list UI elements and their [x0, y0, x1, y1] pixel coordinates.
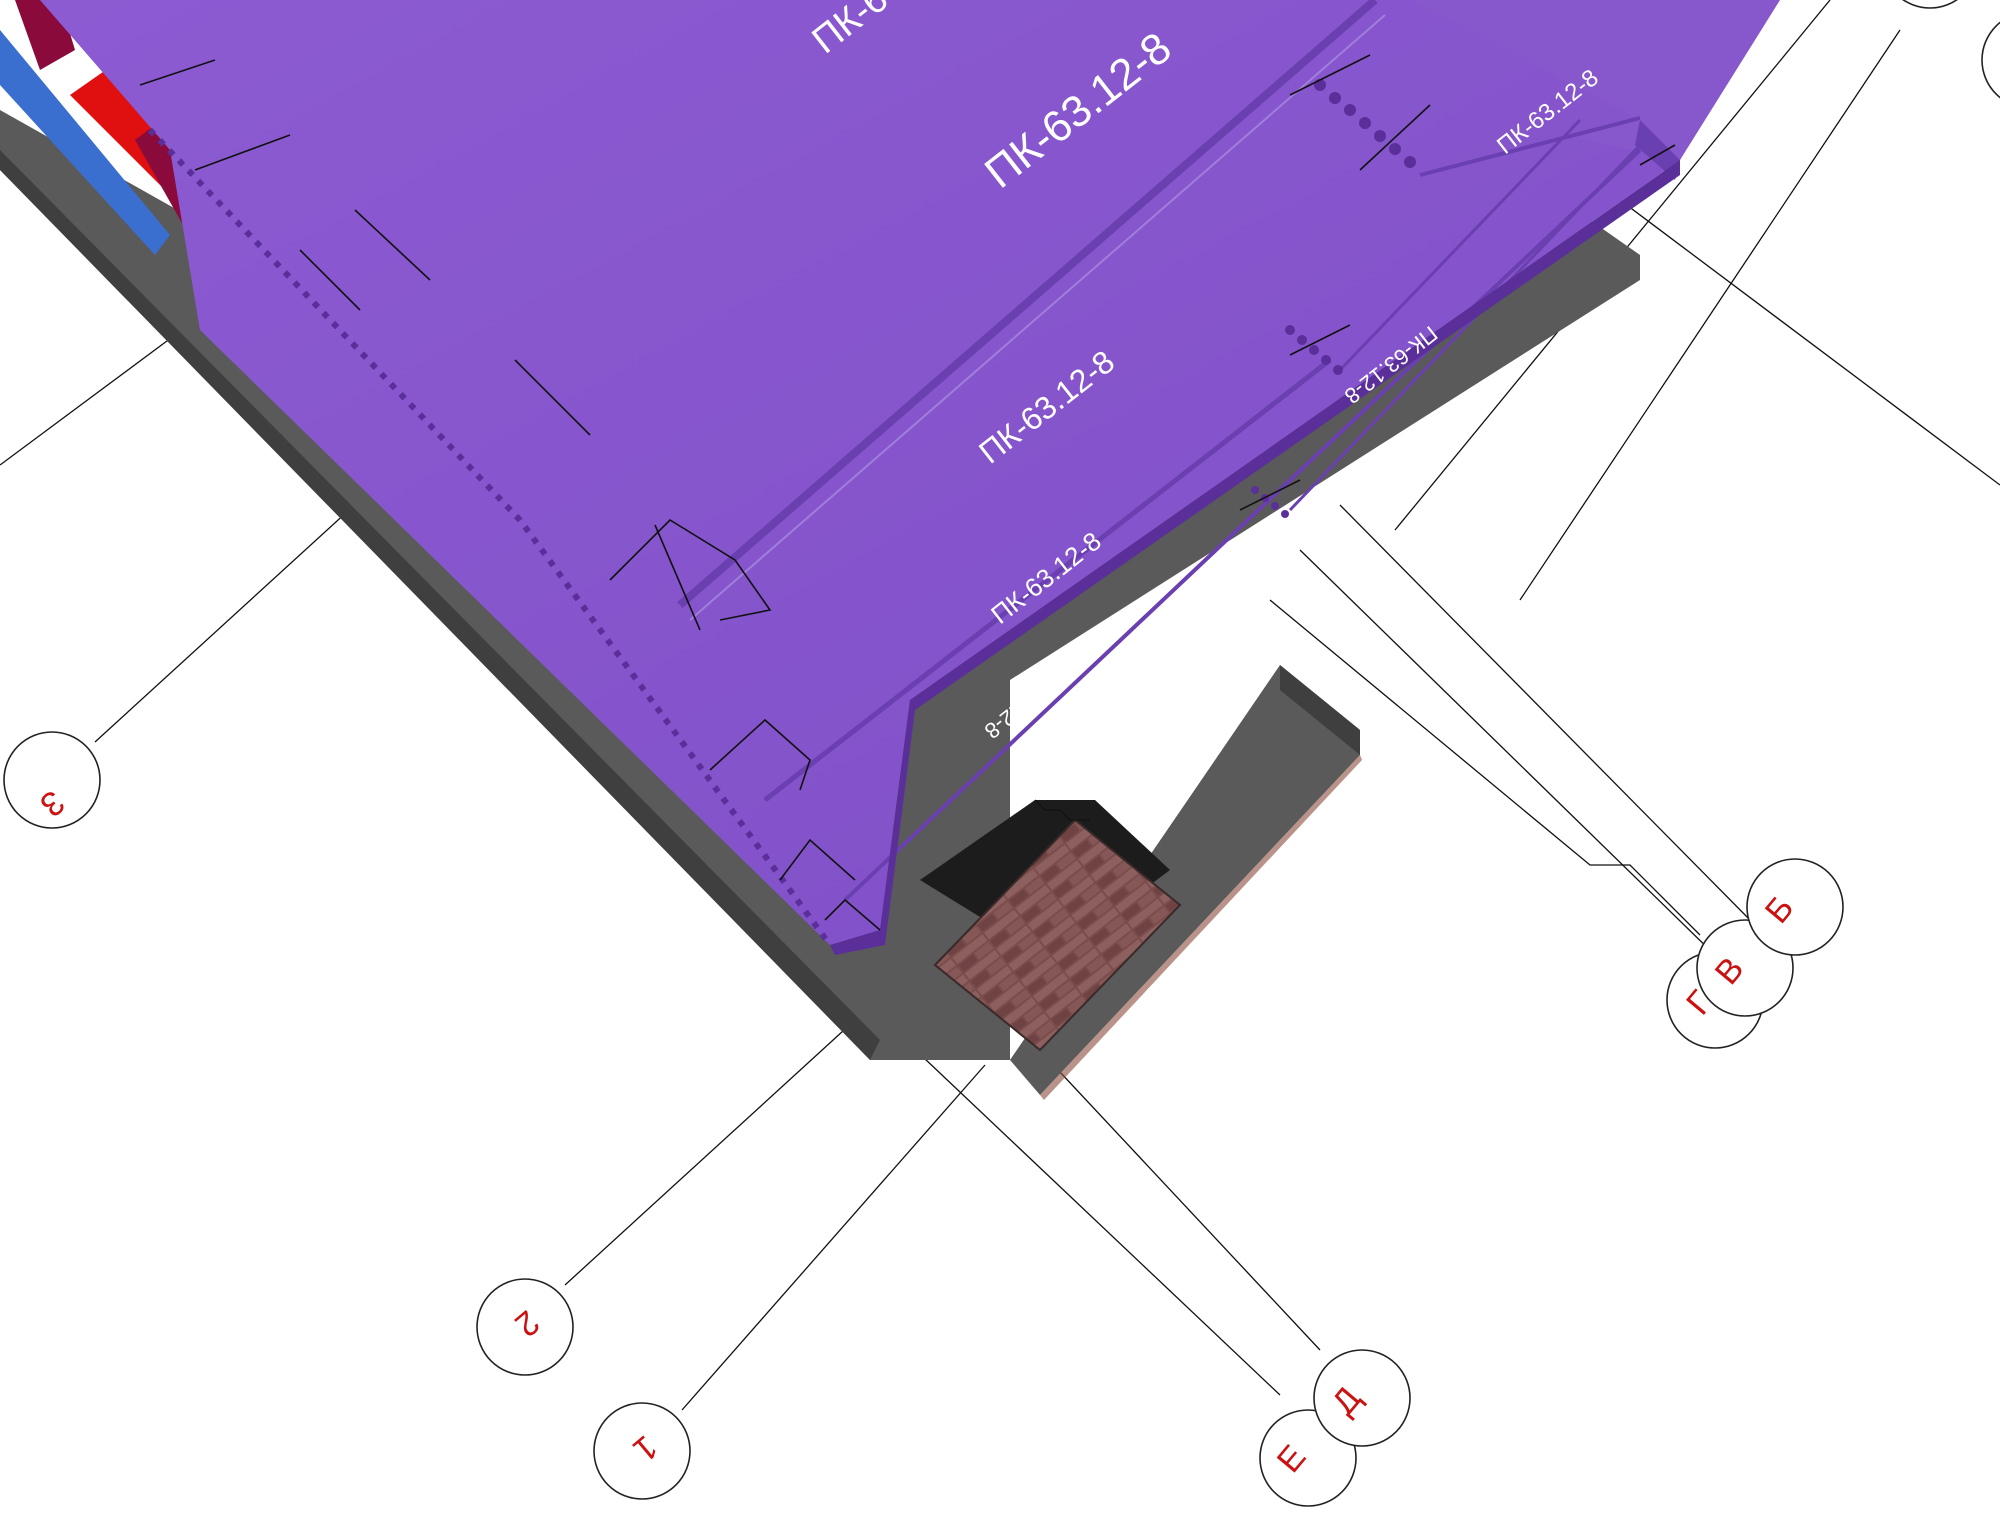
axis-marker-2: 2	[476, 1278, 574, 1376]
axis-marker-partial-2	[1981, 21, 2000, 99]
axis-marker-3: 3	[3, 731, 101, 829]
brick-wall-icon	[933, 818, 1182, 1052]
hollow-core-ends	[1251, 79, 1416, 518]
slab-main	[40, 0, 1770, 945]
grid-axis-markers: 3 2 1 Е Д Г В Б	[3, 0, 2000, 1507]
axis-marker-V: В	[1696, 919, 1794, 1017]
axis-marker-partial-1	[1902, 0, 1958, 9]
tick-marks	[139, 54, 1676, 931]
axis-marker-D: Д	[1313, 1349, 1411, 1447]
grid-axis-lines	[0, 0, 2000, 1411]
axis-marker-1: 1	[593, 1402, 691, 1500]
stair	[920, 799, 1182, 1052]
floor-slabs	[40, 0, 1780, 955]
axis-marker-B: Б	[1746, 858, 1844, 956]
